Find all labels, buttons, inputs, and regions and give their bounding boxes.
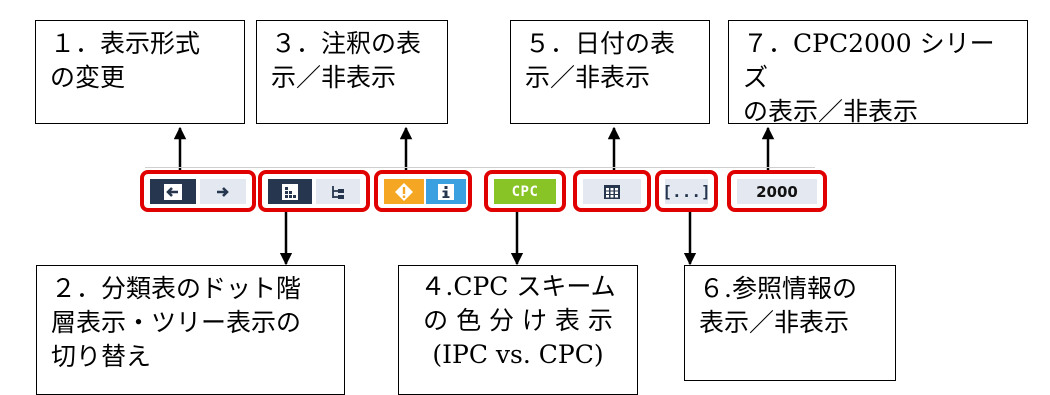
warning-notes-button[interactable] bbox=[384, 179, 424, 204]
cpc-label: CPC bbox=[511, 183, 539, 200]
arrow-left-icon bbox=[164, 183, 182, 200]
cpc-color-group: CPC bbox=[484, 170, 566, 212]
dates-toggle-group bbox=[573, 170, 651, 212]
callout-switch-hierarchy-tree: ２．分類表のドット階 層表示・ツリー表示の 切り替え bbox=[36, 265, 345, 395]
dot-hierarchy-button[interactable] bbox=[268, 179, 312, 204]
hierarchy-view-group bbox=[258, 170, 370, 212]
callout-cpc-color-coding: ４.CPC スキーム の 色 分 け 表 示 (IPC vs. CPC) bbox=[398, 265, 638, 395]
info-notes-button[interactable] bbox=[426, 179, 466, 204]
info-icon bbox=[438, 183, 454, 200]
cpc2000-label: 2000 bbox=[756, 182, 798, 201]
notes-toggle-group bbox=[374, 170, 472, 212]
callout-toggle-cpc2000: ７．CPC2000 シリーズ の表示／非表示 bbox=[728, 20, 1028, 124]
callout-toggle-references: ６.参照情報の 表示／非表示 bbox=[684, 265, 896, 381]
references-toggle-button[interactable]: [...] bbox=[662, 179, 711, 204]
references-label: [...] bbox=[662, 182, 711, 201]
warning-icon bbox=[395, 182, 413, 201]
display-format-group bbox=[140, 170, 256, 212]
tree-icon bbox=[332, 185, 344, 199]
cpc-color-button[interactable]: CPC bbox=[494, 179, 556, 204]
tree-view-button[interactable] bbox=[316, 179, 360, 204]
dot-hierarchy-icon bbox=[282, 183, 298, 200]
arrow-right-icon bbox=[217, 186, 229, 197]
dates-toggle-button[interactable] bbox=[583, 179, 641, 204]
callout-toggle-dates: ５．日付の表 示／非表示 bbox=[510, 20, 710, 124]
callout-toggle-notes: ３．注釈の表 示／非表示 bbox=[256, 20, 448, 124]
display-format-right-button[interactable] bbox=[200, 179, 246, 204]
display-format-left-button[interactable] bbox=[150, 179, 196, 204]
calendar-grid-icon bbox=[604, 184, 620, 199]
cpc2000-toggle-button[interactable]: 2000 bbox=[737, 179, 817, 204]
toolbar-baseline bbox=[145, 167, 815, 168]
callout-change-display-format: １．表示形式 の変更 bbox=[35, 20, 245, 124]
cpc2000-toggle-group: 2000 bbox=[727, 170, 827, 212]
references-toggle-group: [...] bbox=[655, 170, 718, 212]
